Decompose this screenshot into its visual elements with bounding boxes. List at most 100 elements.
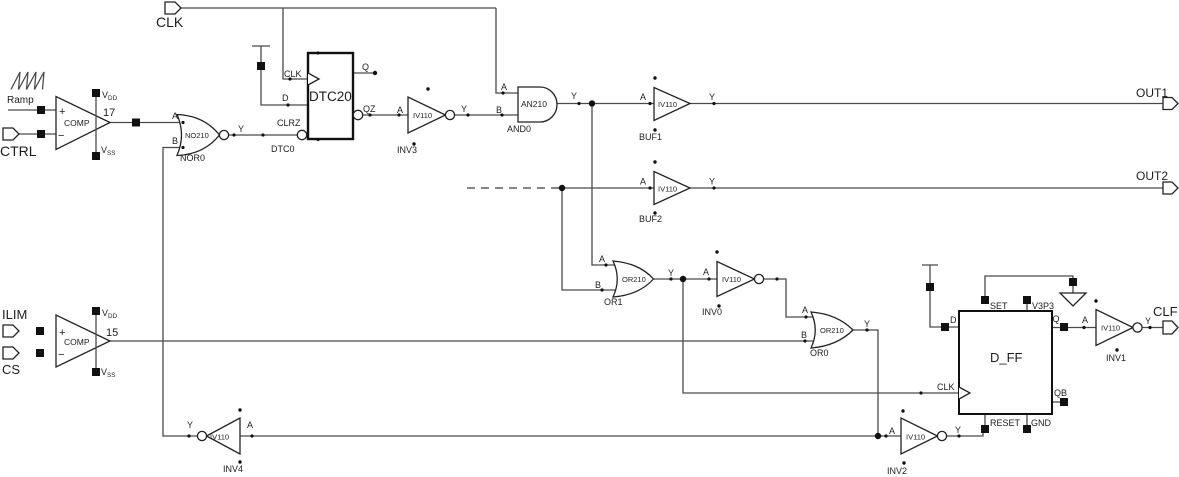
clk-pin-icon[interactable] <box>164 1 182 15</box>
comp15-vss-pad <box>92 368 100 376</box>
dtc0-pin-clk-label: CLK <box>284 69 302 79</box>
comp15-triangle[interactable] <box>55 313 112 369</box>
inv0-cell-label: IV110 <box>722 275 741 284</box>
or0-gate-shape[interactable] <box>809 311 854 349</box>
dff-cell-label: D_FF <box>990 350 1023 365</box>
inv3-triangle[interactable] <box>407 95 448 135</box>
dtc0-name-label: DTC0 <box>271 144 295 154</box>
dff-tie-pad <box>926 283 934 291</box>
comp15-cell-label: COMP <box>64 337 90 347</box>
gate-inv4[interactable]: IV110 Y A INV4 <box>187 408 254 474</box>
port-cs[interactable]: CS <box>2 346 20 377</box>
dtc0-pin-d-label: D <box>282 93 289 103</box>
dff-clock-triangle-icon <box>958 386 972 400</box>
inv1-pin-a-label: A <box>1082 315 1088 325</box>
dff-pin-d-label: D <box>950 315 957 325</box>
gate-inv3[interactable]: IV110 A Y INV3 <box>397 87 470 155</box>
inv2-name-label: INV2 <box>887 466 907 476</box>
comp17-vss-pad <box>92 152 100 160</box>
dtc0-cell-label: DTC20 <box>309 89 352 104</box>
junction-or0-y <box>874 432 882 440</box>
dtc0-pin-q-label: Q <box>362 62 369 72</box>
gate-or1[interactable]: OR210 A B Y OR1 <box>595 254 674 307</box>
inv2-pin-y-label: Y <box>955 425 961 435</box>
and0-name-label: AND0 <box>507 124 531 134</box>
port-clf[interactable]: CLF <box>1153 304 1179 335</box>
out2-pin-icon[interactable] <box>1162 181 1179 195</box>
dff-set-pad <box>981 296 989 304</box>
comparator-comp15[interactable]: + − COMP 15 VDD VSS <box>36 307 118 379</box>
out1-pin-icon[interactable] <box>1162 96 1179 111</box>
comp17-vss-label: VSS <box>101 145 115 157</box>
inv1-triangle[interactable] <box>1095 308 1135 347</box>
port-ctrl[interactable]: CTRL <box>0 127 37 159</box>
comp17-vdd-pad <box>92 89 100 97</box>
comp17-minus-pad <box>37 130 45 138</box>
dff-v3p3-pad <box>1023 296 1031 304</box>
flipflop-dtc0[interactable]: CLK D CLRZ Q QZ DTC20 DTC0 <box>257 51 378 154</box>
comp15-name-label: 15 <box>106 327 118 339</box>
comp15-plus-label: + <box>59 327 65 339</box>
dff-set-gnd-pad <box>1069 278 1077 286</box>
comparator-comp17[interactable]: + − COMP 17 VDD VSS <box>37 89 140 160</box>
ilim-port-label: ILIM <box>2 307 27 322</box>
gate-and0[interactable]: AN210 A B Y AND0 <box>496 82 581 134</box>
comp17-cell-label: COMP <box>64 118 90 128</box>
and0-gate-shape[interactable] <box>517 86 558 123</box>
inv4-triangle[interactable] <box>205 416 241 456</box>
dtc0-tie-pad <box>257 62 265 70</box>
inv2-bubble-icon <box>936 430 948 442</box>
port-out2[interactable]: OUT2 <box>1136 169 1179 195</box>
dtc0-clock-triangle-icon <box>307 72 321 86</box>
buf2-pin-y-label: Y <box>709 177 715 187</box>
port-out1[interactable]: OUT1 <box>1136 86 1179 111</box>
ramp-port-label: Ramp <box>7 95 34 106</box>
and0-pin-a-label: A <box>501 82 507 92</box>
gate-inv0[interactable]: IV110 A INV0 <box>702 250 779 317</box>
clf-pin-icon[interactable] <box>1162 320 1179 335</box>
ilim-pin-icon[interactable] <box>2 324 20 338</box>
ctrl-port-label: CTRL <box>0 143 37 159</box>
flipflop-dff[interactable]: D_FF D CLK SET V3P3 Q QB RESET GND <box>919 278 1088 433</box>
port-clk[interactable]: CLK <box>156 1 184 30</box>
ctrl-pin-icon[interactable] <box>2 127 20 141</box>
buf2-triangle[interactable] <box>653 170 692 206</box>
dtc0-q-stub-end <box>372 70 378 76</box>
dtc0-body[interactable] <box>306 51 355 141</box>
out1-port-label: OUT1 <box>1136 86 1168 100</box>
or0-pin-y-label: Y <box>864 319 870 329</box>
or0-pin-b-label: B <box>801 330 807 340</box>
nor0-cell-label: NO210 <box>185 131 209 140</box>
dff-pin-set-label: SET <box>990 301 1008 311</box>
comp17-triangle[interactable] <box>55 95 112 151</box>
nor0-gate-shape[interactable] <box>175 113 221 157</box>
port-ilim[interactable]: ILIM <box>2 307 27 338</box>
gate-buf1[interactable]: IV110 A Y BUF1 <box>639 76 716 142</box>
dff-qb-pad <box>1060 398 1068 406</box>
gate-buf2[interactable]: IV110 A Y BUF2 <box>639 160 716 224</box>
junction-or1-y <box>679 275 687 283</box>
gate-inv2[interactable]: IV110 A Y INV2 <box>884 409 961 476</box>
or1-gate-shape[interactable] <box>611 260 655 298</box>
cs-pin-icon[interactable] <box>2 346 20 360</box>
gate-inv1[interactable]: IV110 A Y INV1 <box>1082 299 1152 363</box>
inv0-bubble-icon <box>753 273 765 285</box>
gate-nor0[interactable]: A B Y NO210 NOR0 <box>172 111 265 163</box>
dtc0-pin-clrz-label: CLRZ <box>277 118 301 128</box>
buf2-pin-a-label: A <box>640 177 646 187</box>
comp17-name-label: 17 <box>103 107 115 119</box>
and0-pin-y-label: Y <box>571 91 577 101</box>
dff-body[interactable] <box>958 310 1053 415</box>
gate-or0[interactable]: OR210 A B Y OR0 <box>801 305 870 358</box>
inv0-triangle[interactable] <box>716 260 757 298</box>
inv3-bubble-icon <box>444 109 456 121</box>
out2-port-label: OUT2 <box>1136 169 1168 183</box>
dtc0-pin-qz-label: QZ <box>363 104 376 114</box>
buf1-triangle[interactable] <box>653 86 692 122</box>
dff-reset-pad <box>981 425 989 433</box>
port-ramp[interactable]: Ramp <box>7 71 45 106</box>
inv2-triangle[interactable] <box>900 416 939 456</box>
junction-out2 <box>558 184 566 192</box>
dff-gnd-pad <box>1023 425 1031 433</box>
